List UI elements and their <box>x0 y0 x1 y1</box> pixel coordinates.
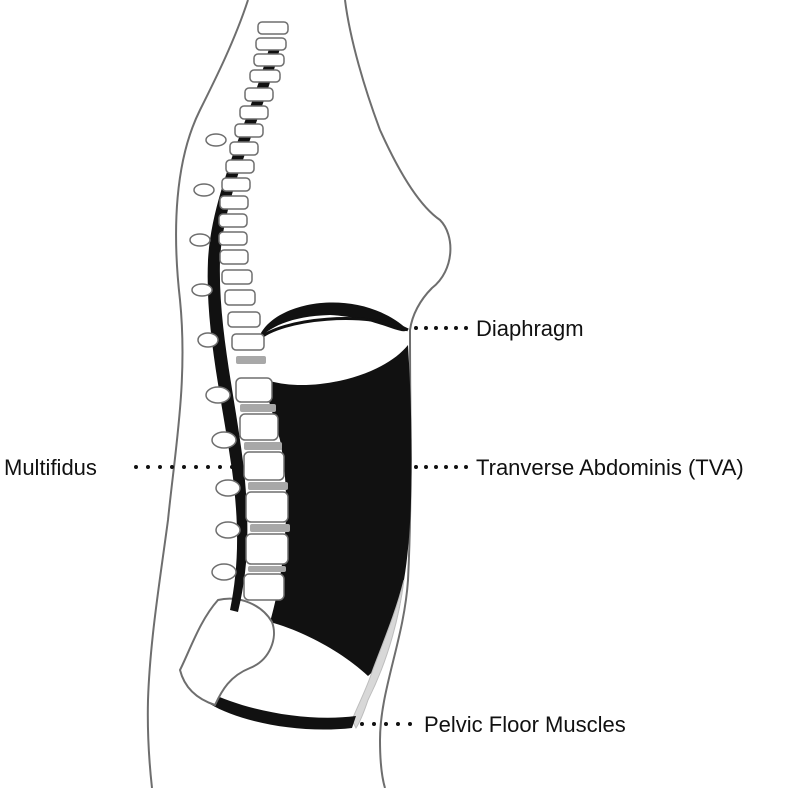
leader-dot <box>230 465 234 469</box>
label-diaphragm: Diaphragm <box>476 316 584 341</box>
vertebra <box>239 105 269 120</box>
body-outline <box>146 0 452 788</box>
leader-dot <box>444 465 448 469</box>
vertebra <box>243 451 285 481</box>
vertebra <box>229 141 259 156</box>
label-multifidus: Multifidus <box>4 455 97 480</box>
vertebra <box>257 21 289 35</box>
leader-dot <box>218 465 222 469</box>
sacrum-bone <box>178 597 275 707</box>
discs <box>236 356 290 572</box>
label-tva: Tranverse Abdominis (TVA) <box>476 455 744 480</box>
disc <box>240 404 276 412</box>
leader-dot <box>408 722 412 726</box>
spinous-processes <box>189 133 241 581</box>
vertebra <box>221 269 253 285</box>
leader-dot <box>158 465 162 469</box>
leader-dot <box>396 722 400 726</box>
leader-tva <box>414 465 468 469</box>
vertebra <box>239 413 279 441</box>
diaphragm-dome-outline <box>256 317 409 342</box>
leader-dot <box>384 722 388 726</box>
leader-dot <box>182 465 186 469</box>
pelvic-connector <box>351 579 405 729</box>
vertebra <box>227 311 261 328</box>
vertebra <box>249 69 281 83</box>
spinous-process <box>215 479 241 497</box>
leader-dot <box>424 465 428 469</box>
label-pelvic-floor: Pelvic Floor Muscles <box>424 712 626 737</box>
disc <box>248 566 286 572</box>
diaphragm-muscle <box>258 302 408 340</box>
leader-dot <box>454 465 458 469</box>
pelvic-floor-muscle <box>208 692 356 730</box>
vertebra <box>231 333 265 351</box>
vertebra <box>218 213 248 228</box>
front-contour <box>344 0 452 788</box>
vertebra <box>234 123 264 138</box>
leader-dot <box>414 326 418 330</box>
leader-dot <box>464 326 468 330</box>
leader-pelvic-floor <box>360 722 412 726</box>
leader-dot <box>206 465 210 469</box>
back-contour <box>146 0 249 788</box>
vertebra <box>245 491 289 523</box>
vertebra <box>243 573 285 601</box>
vertebra <box>235 377 273 403</box>
spinous-process <box>205 386 231 404</box>
spinous-process <box>197 332 219 348</box>
spinous-process <box>191 283 213 297</box>
vertebra <box>224 289 256 306</box>
leader-dot <box>434 326 438 330</box>
leader-dot <box>444 326 448 330</box>
leader-dot <box>434 465 438 469</box>
vertebra <box>253 53 285 67</box>
leader-dot <box>134 465 138 469</box>
tva-muscle <box>262 345 412 676</box>
leader-dot <box>360 722 364 726</box>
leader-dot <box>170 465 174 469</box>
disc <box>250 524 290 532</box>
vertebra <box>244 87 274 102</box>
vertebra <box>245 533 289 565</box>
vertebra <box>219 195 249 210</box>
spinous-process <box>193 183 215 197</box>
leader-dot <box>424 326 428 330</box>
leader-multifidus <box>134 465 234 469</box>
spinous-process <box>205 133 227 147</box>
vertebra <box>219 249 249 265</box>
vertebra <box>255 37 287 51</box>
leader-dot <box>454 326 458 330</box>
spine <box>218 21 289 601</box>
spinous-process <box>189 233 211 247</box>
leader-diaphragm <box>414 326 468 330</box>
vertebra <box>225 159 255 174</box>
leader-dot <box>372 722 376 726</box>
vertebra <box>218 231 248 246</box>
leader-dot <box>414 465 418 469</box>
disc <box>244 442 282 450</box>
spinous-process <box>215 521 241 539</box>
spinous-process <box>211 563 237 581</box>
disc <box>236 356 266 364</box>
leader-dot <box>194 465 198 469</box>
spinous-process <box>211 431 237 449</box>
disc <box>248 482 288 490</box>
leader-dot <box>146 465 150 469</box>
leader-dot <box>464 465 468 469</box>
vertebra <box>221 177 251 192</box>
